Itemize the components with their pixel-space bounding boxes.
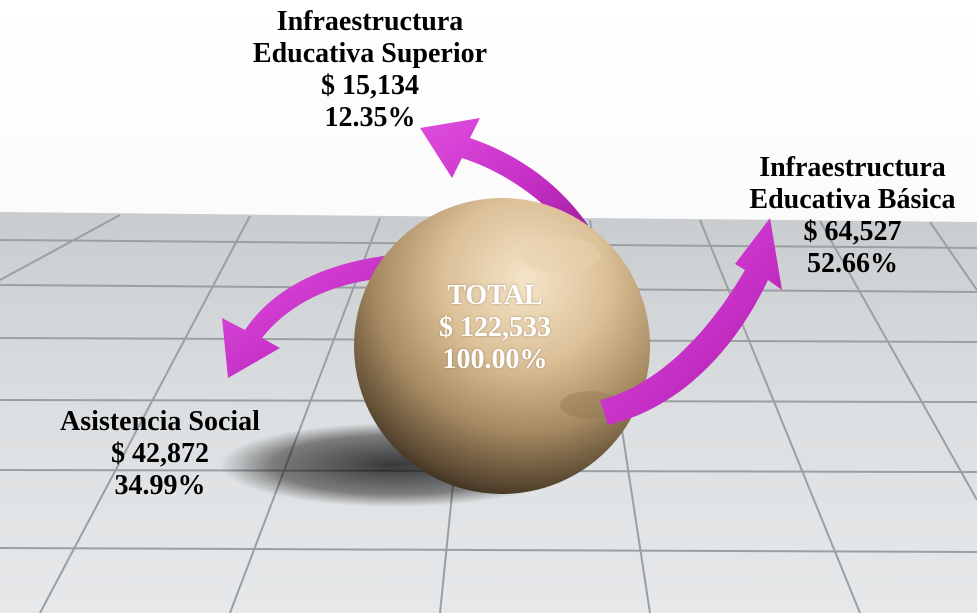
arrow-basica-icon: [600, 218, 782, 425]
superior-percent: 12.35%: [324, 102, 416, 133]
sphere: [354, 198, 650, 494]
superior-line2: Educativa Superior: [252, 38, 488, 69]
arrow-superior-icon: [420, 118, 588, 238]
basica-line2: Educativa Básica: [749, 184, 956, 215]
arrow-social-icon: [222, 255, 398, 378]
label-total: TOTAL $ 122,533 100.00%: [380, 280, 610, 376]
social-line1: Asistencia Social: [60, 406, 260, 437]
basica-line1: Infraestructura: [759, 152, 946, 183]
label-infraestructura-superior: Infraestructura Educativa Superior $ 15,…: [200, 6, 540, 134]
superior-amount: $ 15,134: [321, 70, 419, 101]
basica-amount: $ 64,527: [803, 216, 902, 247]
superior-line1: Infraestructura: [276, 6, 464, 37]
total-title: TOTAL: [447, 280, 543, 311]
label-asistencia-social: Asistencia Social $ 42,872 34.99%: [10, 406, 310, 502]
total-amount: $ 122,533: [439, 312, 551, 343]
total-percent: 100.00%: [442, 344, 548, 375]
social-percent: 34.99%: [114, 470, 206, 501]
sphere-highlight: [520, 237, 600, 273]
basica-percent: 52.66%: [807, 248, 898, 279]
background: [0, 0, 977, 225]
label-infraestructura-basica: Infraestructura Educativa Básica $ 64,52…: [720, 152, 977, 280]
social-amount: $ 42,872: [111, 438, 209, 469]
